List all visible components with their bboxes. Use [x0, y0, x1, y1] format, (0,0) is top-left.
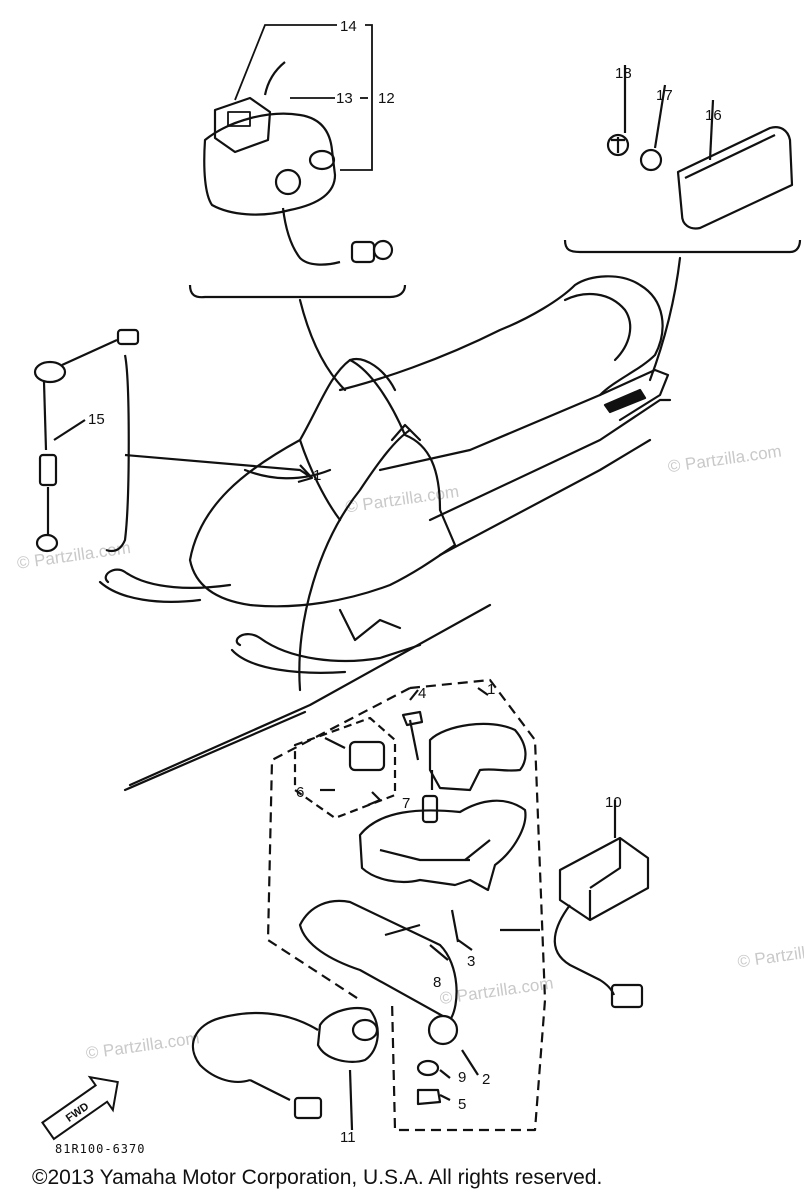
fwd-arrow-icon: FWD [41, 1075, 119, 1141]
snowmobile-illustration [98, 256, 682, 792]
callout-7: 7 [402, 795, 410, 812]
callout-5: 5 [458, 1096, 466, 1113]
watermarks: © Partzilla.com © Partzilla.com © Partzi… [16, 442, 804, 1063]
callout-15: 15 [88, 411, 105, 428]
callout-10: 10 [605, 794, 622, 811]
parts-diagram: © Partzilla.com © Partzilla.com © Partzi… [16, 18, 804, 1156]
cable-15 [33, 328, 314, 553]
callout-18: 18 [615, 65, 632, 82]
callout-1-upper: 1 [313, 467, 321, 484]
callout-1-lower: 1 [487, 681, 495, 698]
main-switch-assembly [188, 61, 407, 299]
callout-14: 14 [340, 18, 357, 35]
watermark-text: © Partzilla.com [16, 538, 132, 573]
callout-11: 11 [340, 1129, 356, 1146]
callout-17: 17 [656, 87, 673, 104]
reflector-assembly [563, 65, 802, 254]
callout-9: 9 [458, 1069, 466, 1086]
callout-4: 4 [418, 685, 426, 702]
callout-3: 3 [467, 953, 475, 970]
callout-6: 6 [296, 784, 304, 801]
callout-2: 2 [482, 1071, 490, 1088]
watermark-text: © Partzilla.com [85, 1028, 201, 1063]
watermark-text: © Partzilla.com [667, 442, 783, 477]
callout-13: 13 [336, 90, 353, 107]
callout-12: 12 [378, 90, 395, 107]
watermark-text: © Partzilla.com [736, 937, 804, 972]
callout-leaders [234, 24, 373, 171]
throttle-assembly [191, 678, 650, 1132]
drawing-code: 81R100-6370 [55, 1142, 145, 1156]
callout-8: 8 [433, 974, 441, 991]
callout-16: 16 [705, 107, 722, 124]
copyright-footer: ©2013 Yamaha Motor Corporation, U.S.A. A… [32, 1166, 603, 1189]
